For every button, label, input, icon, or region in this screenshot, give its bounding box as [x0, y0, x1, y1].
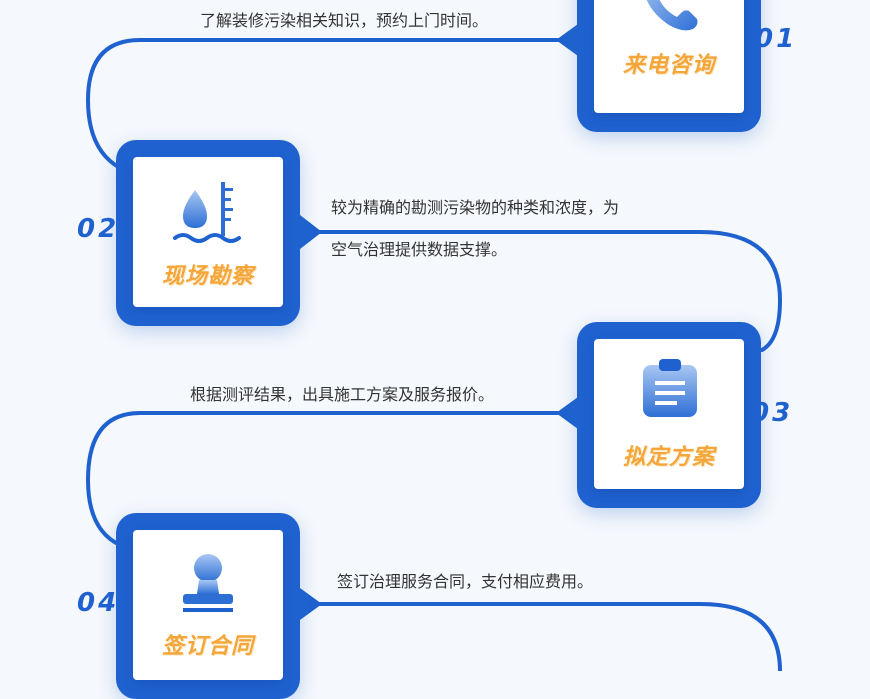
step-number: 03	[751, 398, 794, 428]
step-description: 较为精确的勘测污染物的种类和浓度，为	[331, 198, 620, 217]
step-card-04: 签订合同	[116, 513, 300, 699]
timeline-connector	[85, 24, 783, 671]
clipboard-icon	[643, 359, 697, 417]
step-description: 根据测评结果，出具施工方案及服务报价。	[190, 385, 495, 404]
step-card-inner: 签订合同	[133, 530, 283, 680]
step-title: 现场勘察	[161, 264, 254, 289]
step-number: 01	[755, 24, 798, 54]
step-description: 签订治理服务合同，支付相应费用。	[337, 572, 594, 591]
step-card-inner: 来电咨询	[594, 0, 744, 113]
step-number: 02	[77, 214, 120, 244]
step-card-02: 现场勘察	[116, 140, 300, 326]
step-card-inner: 拟定方案	[594, 339, 744, 489]
step-card-inner: 现场勘察	[133, 157, 283, 307]
phone-icon	[646, 0, 698, 31]
step-card-01: 来电咨询	[577, 0, 761, 132]
step-title: 签订合同	[161, 634, 254, 659]
step-title: 来电咨询	[622, 53, 715, 78]
step-number: 04	[77, 588, 120, 618]
step-description: 了解装修污染相关知识，预约上门时间。	[200, 11, 489, 30]
step-description: 空气治理提供数据支撑。	[331, 240, 508, 259]
stamp-icon	[183, 554, 233, 612]
step-card-03: 拟定方案	[577, 322, 761, 508]
step-title: 拟定方案	[622, 445, 715, 470]
water-level-icon	[173, 182, 241, 243]
